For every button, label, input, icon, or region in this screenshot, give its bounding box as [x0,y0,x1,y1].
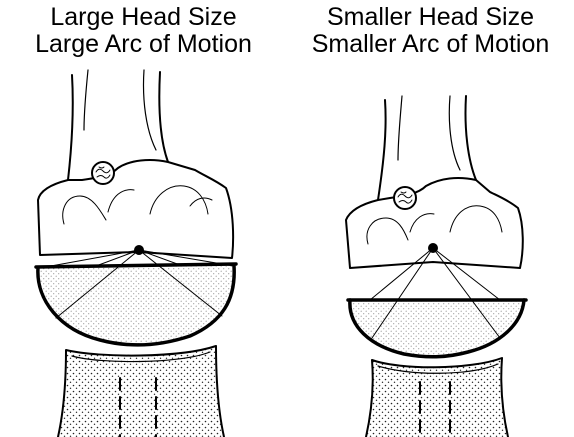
small-head-joint [346,96,526,437]
large-lower-bone [58,346,224,437]
small-sesamoid [394,187,416,209]
small-rotation-center [428,243,438,253]
small-lower-bone [366,358,508,437]
large-upper-shaft [68,75,73,180]
large-condyle-outline [38,160,233,258]
large-head-joint [36,70,236,437]
large-sesamoid [92,162,114,184]
small-upper-shaft [378,100,386,200]
large-articular-surface [38,266,234,345]
small-articular-surface [350,300,524,357]
large-rotation-center [134,245,144,255]
